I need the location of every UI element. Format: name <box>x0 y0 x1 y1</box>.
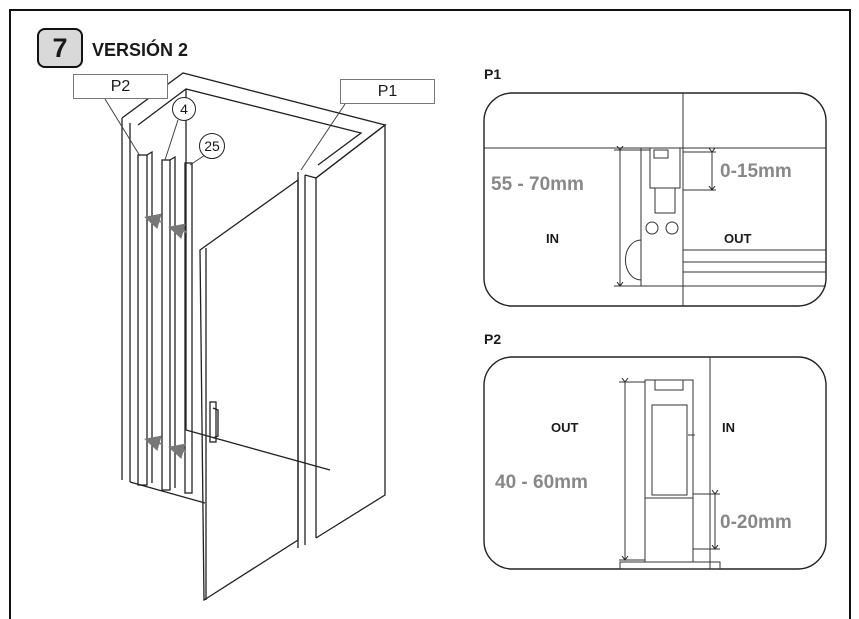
p1-height-range: 55 - 70mm <box>491 174 584 195</box>
detail-p1-label: P1 <box>484 66 502 82</box>
version-title: VERSIÓN 2 <box>92 40 189 60</box>
detail-p2-label: P2 <box>484 331 502 347</box>
p2-outside-label: OUT <box>551 420 579 435</box>
callout-p1: P1 <box>340 79 435 104</box>
step-number-badge: 7 <box>37 28 83 68</box>
p1-outside-label: OUT <box>724 231 752 246</box>
part-number-seal-b: 25 <box>199 133 225 159</box>
p2-adjust-range: 0-20mm <box>720 512 792 533</box>
part-number-seal-a: 4 <box>172 97 196 121</box>
p2-height-range: 40 - 60mm <box>495 472 588 493</box>
p1-inside-label: IN <box>546 231 559 246</box>
callout-p2: P2 <box>73 74 168 99</box>
detail-p1-frame <box>483 92 827 307</box>
p2-inside-label: IN <box>722 420 735 435</box>
page-frame <box>9 9 851 619</box>
p1-adjust-range: 0-15mm <box>720 161 792 182</box>
